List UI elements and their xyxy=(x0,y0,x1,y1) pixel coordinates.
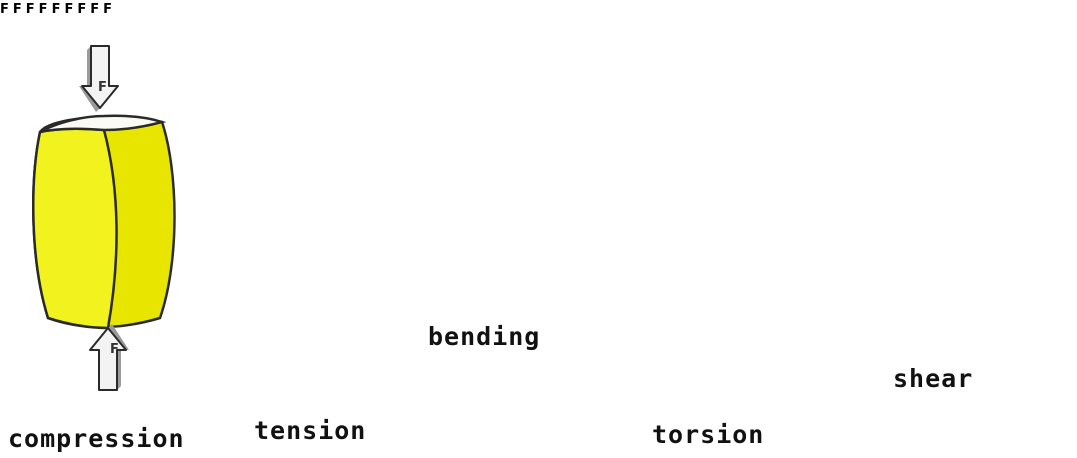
force-label: F xyxy=(110,342,119,357)
tension-top-arrow-icon: F xyxy=(0,0,13,17)
force-label: F xyxy=(51,2,61,17)
torsion-top-curved-arrow-icon: F xyxy=(64,0,77,17)
shear-specimen: F F xyxy=(90,0,112,17)
force-label: F xyxy=(90,2,100,17)
compression-top-arrow-icon: F xyxy=(78,45,119,113)
force-label: F xyxy=(38,2,48,17)
label-bending: bending xyxy=(428,322,541,351)
bending-top-right-arrow-icon: F xyxy=(26,0,39,17)
bending-specimen: F F F xyxy=(26,0,65,17)
shear-bottom-arrow-icon: F xyxy=(103,0,112,17)
torsion-bottom-curved-arrow-icon: F xyxy=(77,0,90,17)
compression-specimen: F F xyxy=(32,45,176,391)
force-label: F xyxy=(98,80,107,95)
force-label: F xyxy=(0,2,9,17)
force-label: F xyxy=(12,2,22,17)
shear-top-arrow-icon: F xyxy=(90,0,103,17)
label-compression: compression xyxy=(8,424,185,453)
tension-specimen: F F xyxy=(0,0,26,17)
tension-bottom-arrow-icon: F xyxy=(13,0,26,17)
label-torsion: torsion xyxy=(652,420,765,449)
force-label: F xyxy=(64,2,74,17)
force-label: F xyxy=(103,2,113,17)
compression-bottom-arrow-icon: F xyxy=(89,323,130,391)
force-label: F xyxy=(25,2,35,17)
bending-bottom-right-arrow-icon: F xyxy=(52,0,65,17)
label-shear: shear xyxy=(893,364,974,393)
label-tension: tension xyxy=(254,416,367,445)
torsion-specimen: F F xyxy=(64,0,90,17)
bending-left-arrow-icon: F xyxy=(39,0,52,17)
force-label: F xyxy=(77,2,87,17)
